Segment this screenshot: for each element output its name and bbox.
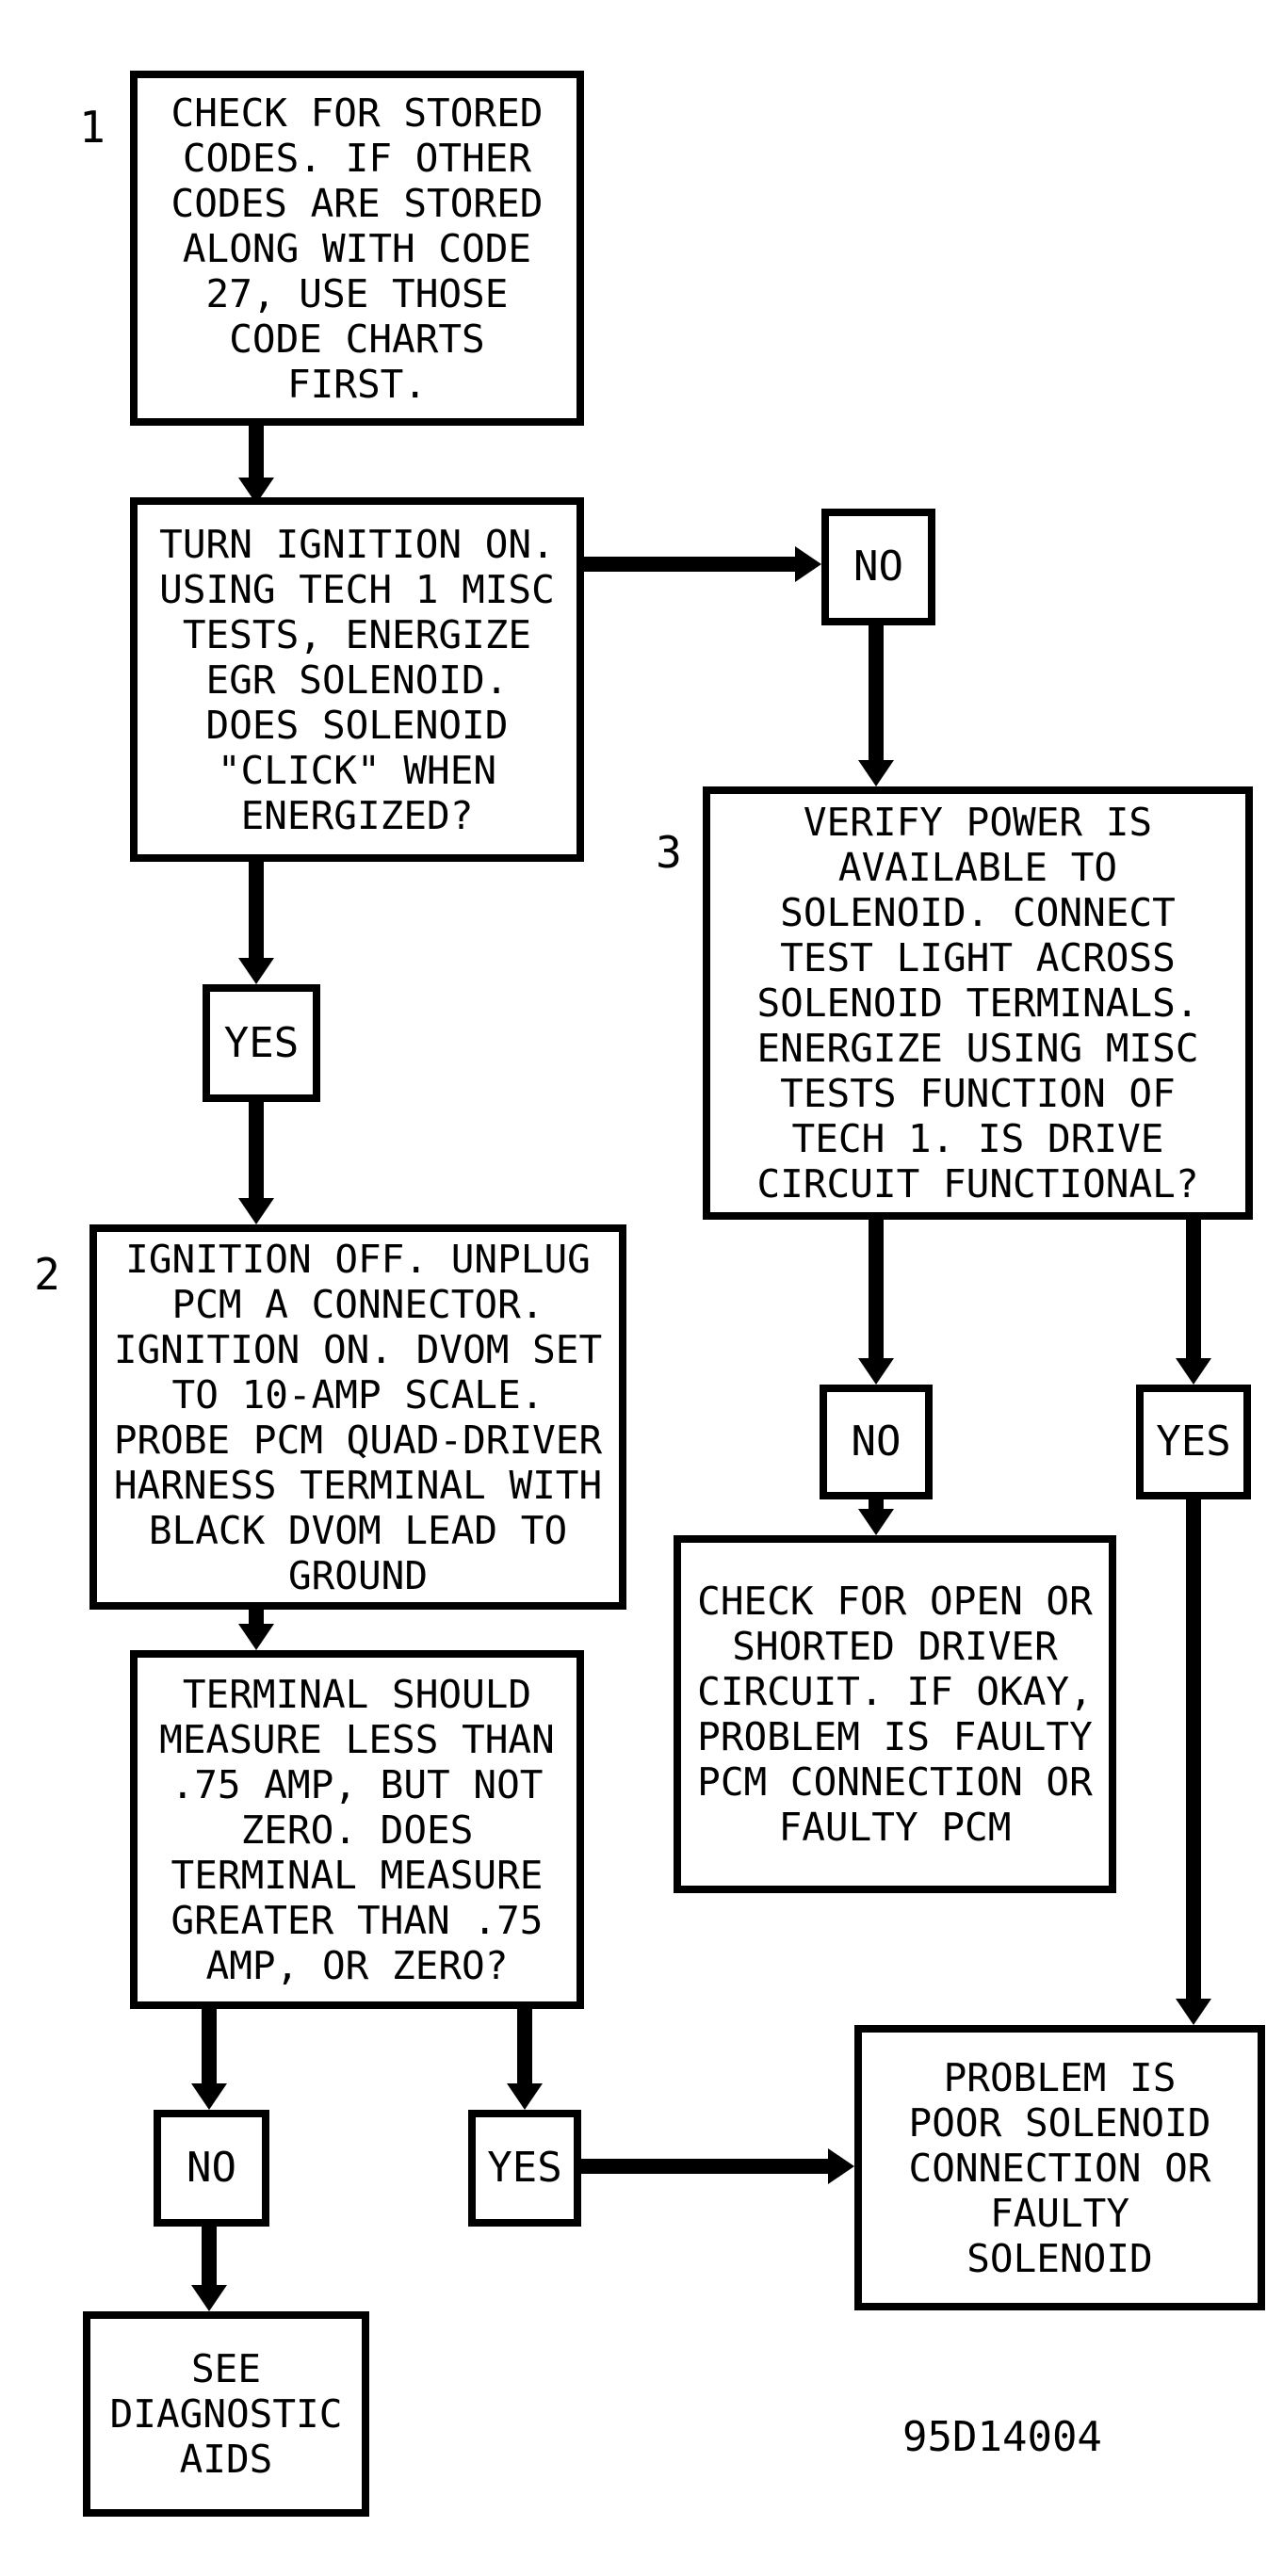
connector-no-to-step3 <box>869 625 884 764</box>
arrowhead-down-icon <box>507 2083 543 2110</box>
decision-badge-text: NO <box>853 543 903 591</box>
decision-badge-text: NO <box>187 2144 236 2192</box>
arrowhead-down-icon <box>858 1358 894 1385</box>
connector-terminal-to-no <box>202 2009 217 2087</box>
arrowhead-down-icon <box>238 1624 274 1650</box>
step-number-1: 1 <box>79 102 106 153</box>
arrowhead-down-icon <box>1176 1358 1211 1385</box>
arrowhead-right-icon <box>795 546 821 582</box>
arrowhead-down-icon <box>858 760 894 786</box>
decision-badge-text: YES <box>487 2144 562 2192</box>
arrowhead-down-icon <box>238 958 274 984</box>
process-box-text: PROBLEM IS POOR SOLENOID CONNECTION OR F… <box>908 2054 1211 2281</box>
connector-yes-to-problem-top <box>1186 1499 1201 2002</box>
arrowhead-right-icon <box>828 2148 854 2184</box>
process-box-text: IGNITION OFF. UNPLUG PCM A CONNECTOR. IG… <box>113 1236 603 1598</box>
connector-turn-to-yes <box>249 862 264 962</box>
arrowhead-down-icon <box>191 2083 227 2110</box>
connector-step3-to-no <box>869 1220 884 1362</box>
process-box-text: SEE DIAGNOSTIC AIDS <box>109 2346 343 2482</box>
step-number-3: 3 <box>656 827 682 878</box>
decision-badge-text: YES <box>1156 1418 1231 1466</box>
process-box-diagnostic-aids: SEE DIAGNOSTIC AIDS <box>83 2311 369 2517</box>
connector-terminal-to-yes <box>517 2009 532 2087</box>
connector-no-to-diagnostic-aids <box>202 2227 217 2289</box>
process-box-terminal-measure: TERMINAL SHOULD MEASURE LESS THAN .75 AM… <box>130 1650 584 2009</box>
decision-badge-yes-terminal: YES <box>468 2110 581 2227</box>
process-box-ignition-off-probe: IGNITION OFF. UNPLUG PCM A CONNECTOR. IG… <box>89 1224 626 1610</box>
arrowhead-down-icon <box>191 2285 227 2311</box>
process-box-text: VERIFY POWER IS AVAILABLE TO SOLENOID. C… <box>756 800 1199 1207</box>
process-box-turn-ignition-on: TURN IGNITION ON. USING TECH 1 MISC TEST… <box>130 497 584 862</box>
decision-badge-yes-step3: YES <box>1136 1385 1251 1499</box>
connector-step3-to-yes <box>1186 1220 1201 1362</box>
process-box-check-driver-circuit: CHECK FOR OPEN OR SHORTED DRIVER CIRCUIT… <box>674 1535 1116 1893</box>
arrowhead-down-icon <box>1176 1999 1211 2025</box>
arrowhead-down-icon <box>858 1509 894 1535</box>
decision-badge-yes-mid: YES <box>203 984 320 1102</box>
connector-yes-to-problem <box>581 2159 832 2174</box>
process-box-text: CHECK FOR OPEN OR SHORTED DRIVER CIRCUIT… <box>697 1579 1093 1850</box>
arrowhead-down-icon <box>238 1198 274 1224</box>
arrowhead-down-icon <box>238 478 274 504</box>
process-box-text: CHECK FOR STORED CODES. IF OTHER CODES A… <box>171 89 544 407</box>
figure-code: 95D14004 <box>902 2413 1102 2461</box>
connector-yes-to-step2 <box>249 1102 264 1202</box>
process-box-text: TURN IGNITION ON. USING TECH 1 MISC TEST… <box>159 521 555 838</box>
decision-badge-text: NO <box>851 1418 901 1466</box>
process-box-check-stored-codes: CHECK FOR STORED CODES. IF OTHER CODES A… <box>130 71 584 426</box>
decision-badge-no-terminal: NO <box>154 2110 269 2227</box>
decision-badge-no-step3: NO <box>820 1385 933 1499</box>
process-box-problem-solenoid: PROBLEM IS POOR SOLENOID CONNECTION OR F… <box>854 2025 1265 2310</box>
decision-badge-no-top: NO <box>821 509 935 625</box>
process-box-text: TERMINAL SHOULD MEASURE LESS THAN .75 AM… <box>159 1671 555 1988</box>
connector-step1-to-turn <box>249 426 264 481</box>
connector-turn-to-no <box>584 557 803 572</box>
step-number-2: 2 <box>34 1249 60 1300</box>
decision-badge-text: YES <box>223 1018 300 1067</box>
process-box-verify-power: VERIFY POWER IS AVAILABLE TO SOLENOID. C… <box>703 786 1253 1220</box>
connector-step2-to-terminal <box>249 1610 264 1628</box>
